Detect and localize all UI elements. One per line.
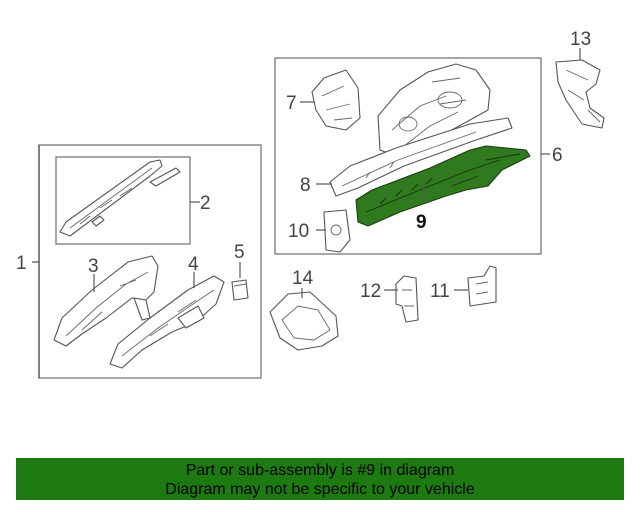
part-6-apron[interactable]: [377, 63, 491, 157]
callout-1: 1: [16, 253, 27, 274]
part-8-rail[interactable]: [329, 117, 513, 197]
part-5-block[interactable]: [231, 279, 249, 301]
parts-diagram: 1 2 3 4 5 6 7 8 9 10 11 12 13 14: [16, 29, 605, 379]
leader-lines: [32, 48, 581, 378]
part-14-panel[interactable]: [269, 291, 339, 351]
callout-10: 10: [288, 221, 309, 242]
callout-11: 11: [430, 281, 450, 302]
banner-line-1: Part or sub-assembly is #9 in diagram: [185, 462, 455, 479]
callout-7: 7: [286, 93, 297, 114]
callout-12: 12: [360, 281, 381, 302]
part-12-bracket[interactable]: [395, 275, 419, 323]
callout-4: 4: [188, 254, 199, 275]
callout-5: 5: [234, 242, 245, 263]
assembly-6-box: [274, 57, 542, 255]
callout-13: 13: [570, 29, 591, 50]
callout-8: 8: [300, 175, 311, 196]
assembly-2-box: [55, 156, 191, 245]
part-11-bracket[interactable]: [467, 265, 497, 307]
callout-9: 9: [416, 212, 427, 233]
part-2-rail[interactable]: [59, 159, 181, 237]
callout-6: 6: [552, 145, 563, 166]
banner-line-2: Diagram may not be specific to your vehi…: [165, 481, 475, 498]
part-4-panel[interactable]: [109, 275, 225, 369]
part-7-bracket[interactable]: [311, 69, 361, 131]
callout-3: 3: [88, 256, 99, 277]
callout-2: 2: [200, 193, 211, 214]
part-10-bracket[interactable]: [323, 209, 351, 253]
part-info-banner: Part or sub-assembly is #9 in diagram Di…: [16, 458, 624, 500]
part-3-panel[interactable]: [53, 255, 159, 347]
part-13-brace[interactable]: [555, 59, 605, 129]
callout-14: 14: [292, 268, 314, 289]
part-9-frame-rail[interactable]: [355, 145, 531, 227]
